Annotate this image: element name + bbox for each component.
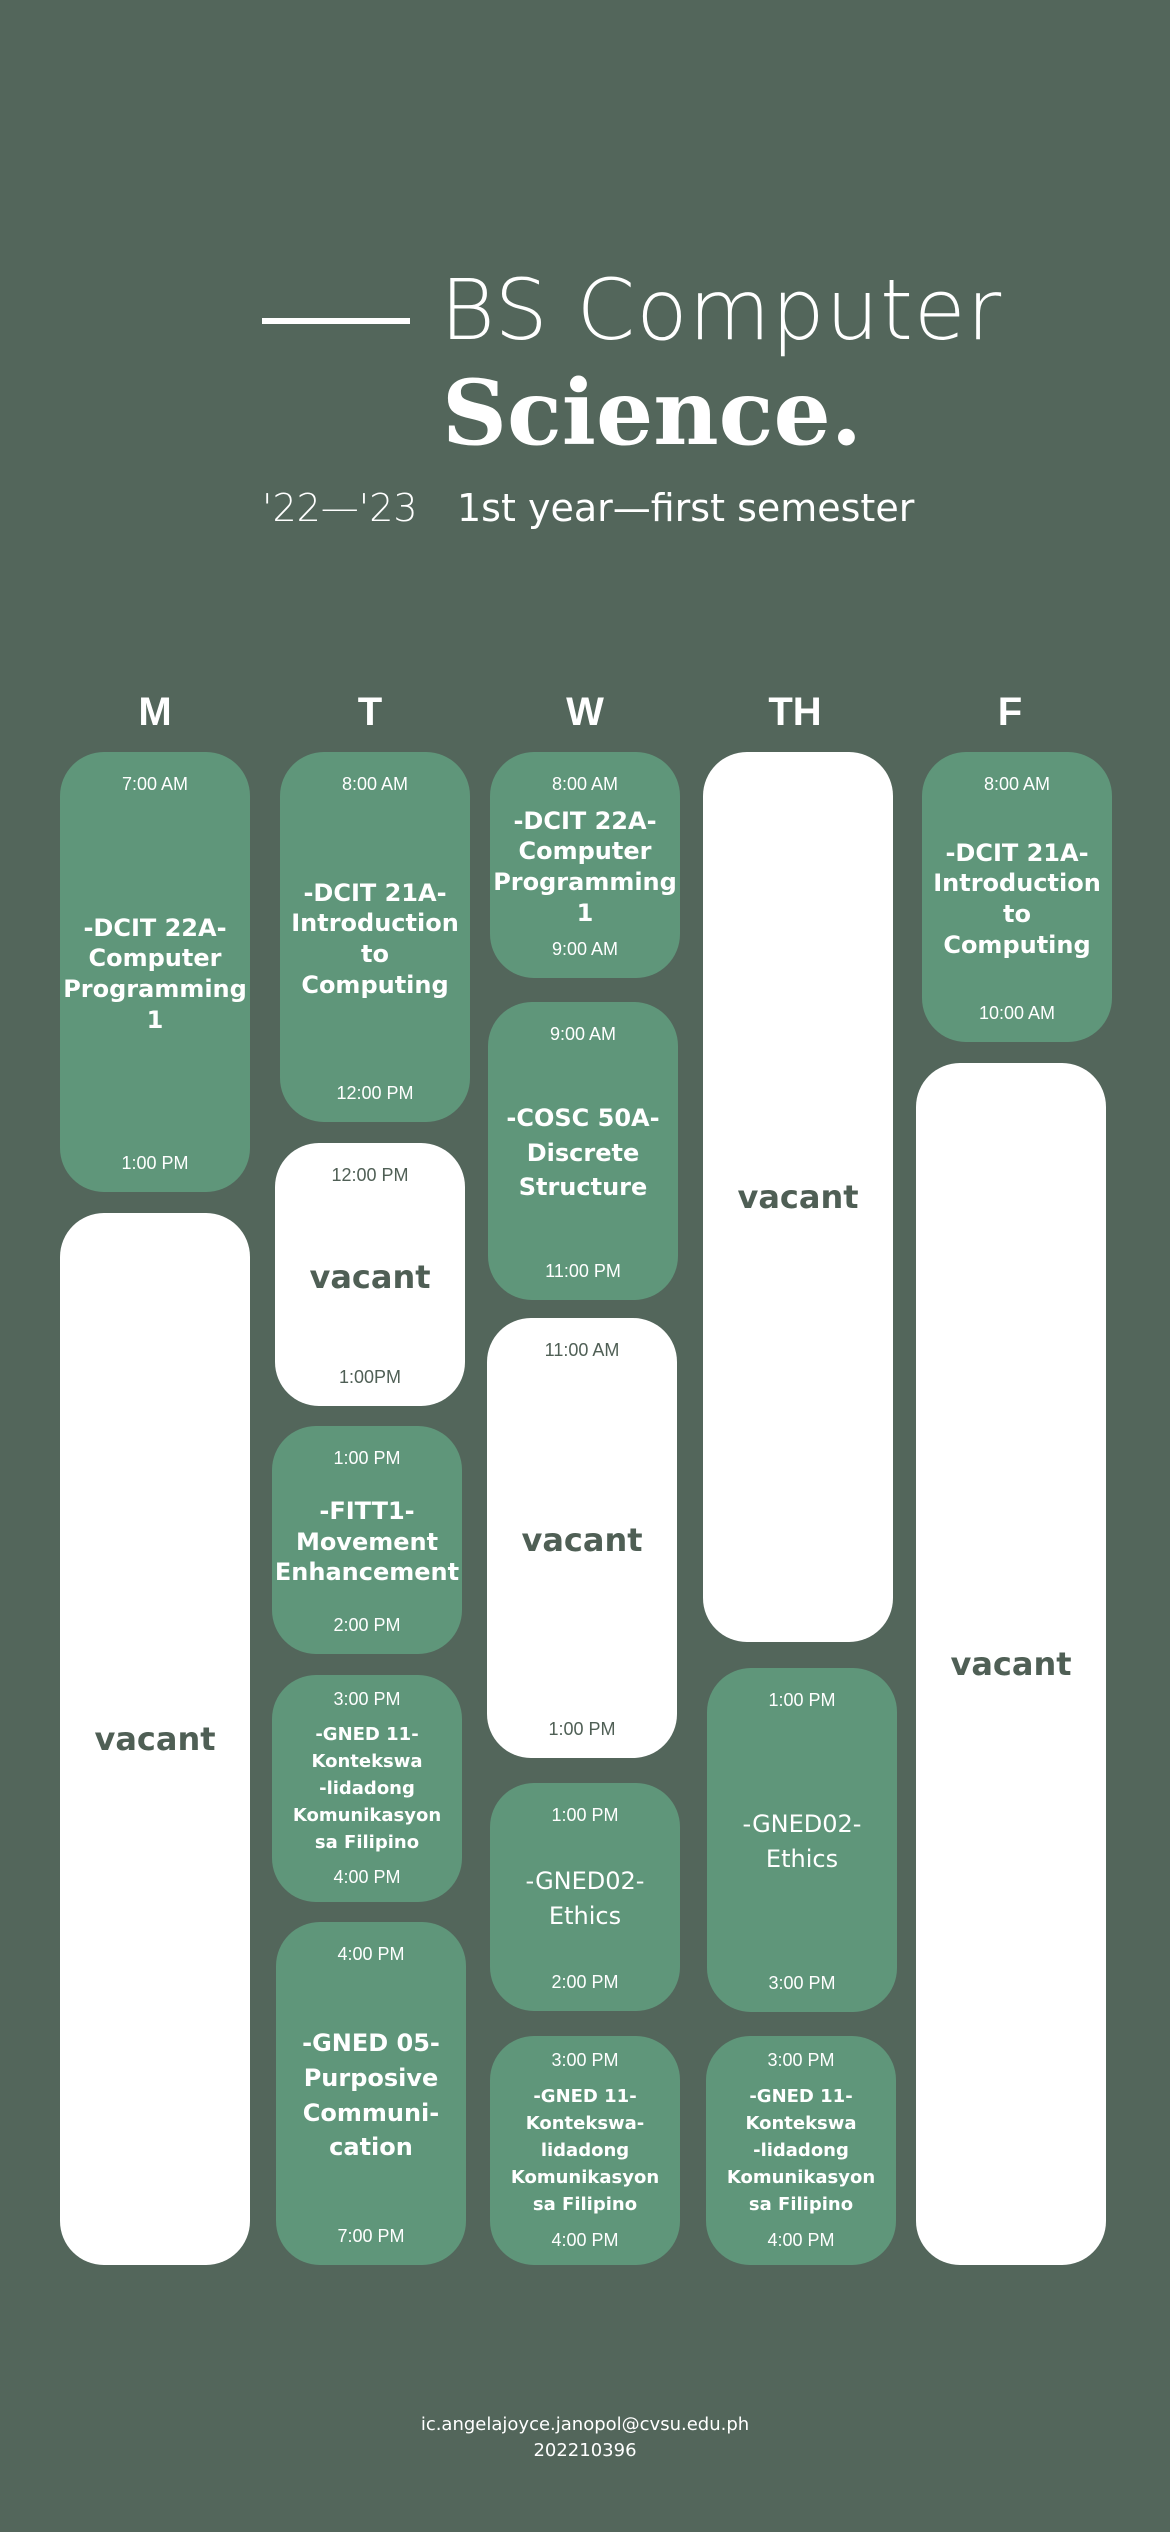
end-time: 1:00 PM — [548, 1719, 616, 1739]
vacant-label: vacant — [950, 1645, 1072, 1683]
vacant-block-w3[interactable]: 11:00 AM vacant 1:00 PM — [487, 1318, 677, 1758]
schedule-block-th3[interactable]: 3:00 PM -GNED 11- Kontekswa -lidadong Ko… — [706, 2036, 896, 2265]
course-title: -GNED02- Ethics — [525, 1867, 645, 1930]
end-time: 2:00 PM — [333, 1615, 401, 1635]
footer-student-id: 202210396 — [533, 2440, 637, 2461]
day-header-monday: M — [138, 690, 172, 734]
vacant-label: vacant — [309, 1257, 431, 1296]
course-title: -FITT1- Movement Enhancement — [274, 1496, 460, 1587]
course-title: -DCIT 21A- Introduction to Computing — [291, 878, 459, 999]
end-time: 4:00 PM — [333, 1867, 401, 1887]
start-time: 9:00 AM — [549, 1024, 617, 1044]
course-title: -GNED02- Ethics — [742, 1810, 862, 1873]
start-time: 7:00 AM — [121, 774, 189, 794]
end-time: 4:00 PM — [551, 2230, 619, 2250]
schedule-block-t4[interactable]: 3:00 PM -GNED 11- Kontekswa -lidadong Ko… — [272, 1675, 462, 1902]
day-header-tuesday: T — [357, 690, 383, 734]
schedule-block-th2[interactable]: 1:00 PM -GNED02- Ethics 3:00 PM — [707, 1668, 897, 2012]
schedule-block-w1[interactable]: 8:00 AM -DCIT 22A- Computer Programming … — [490, 752, 680, 978]
start-time: 1:00 PM — [551, 1805, 619, 1825]
program-title-bold: Science. — [442, 360, 863, 466]
end-time: 4:00 PM — [767, 2230, 835, 2250]
end-time: 1:00 PM — [121, 1153, 189, 1173]
schedule-block-t3[interactable]: 1:00 PM -FITT1- Movement Enhancement 2:0… — [272, 1426, 462, 1654]
day-header-friday: F — [997, 690, 1023, 734]
start-time: 12:00 PM — [331, 1165, 409, 1185]
vacant-block-t2[interactable]: 12:00 PM vacant 1:00PM — [275, 1143, 465, 1406]
course-title: -DCIT 22A- Computer Programming 1 — [63, 913, 247, 1034]
course-title: -DCIT 21A- Introduction to Computing — [933, 838, 1101, 959]
schedule-block-m1[interactable]: 7:00 AM -DCIT 22A- Computer Programming … — [60, 752, 250, 1192]
start-time: 1:00 PM — [768, 1690, 836, 1710]
schedule-block-w5[interactable]: 3:00 PM -GNED 11- Kontekswa- lidadong Ko… — [490, 2036, 680, 2265]
school-year: '22—'23 — [262, 486, 418, 530]
vacant-block-m2[interactable]: vacant — [60, 1213, 250, 2265]
schedule-block-w2[interactable]: 9:00 AM -COSC 50A- Discrete Structure 11… — [488, 1002, 678, 1300]
end-time: 10:00 AM — [978, 1003, 1056, 1023]
end-time: 7:00 PM — [337, 2226, 405, 2246]
title-dash — [262, 318, 410, 324]
end-time: 1:00PM — [338, 1367, 402, 1387]
start-time: 4:00 PM — [337, 1944, 405, 1964]
schedule-block-f1[interactable]: 8:00 AM -DCIT 21A- Introduction to Compu… — [922, 752, 1112, 1042]
day-header-thursday: TH — [768, 690, 822, 734]
start-time: 1:00 PM — [333, 1448, 401, 1468]
start-time: 11:00 AM — [544, 1340, 620, 1360]
program-title-light: BS Computer — [440, 261, 1003, 359]
day-header-wednesday: W — [566, 690, 604, 734]
course-title: -DCIT 22A- Computer Programming 1 — [493, 806, 677, 927]
vacant-label: vacant — [737, 1178, 859, 1216]
course-title: -GNED 05- Purposive Communi- cation — [302, 2028, 440, 2162]
vacant-block-th1[interactable]: vacant — [703, 752, 893, 1642]
start-time: 3:00 PM — [767, 2050, 835, 2070]
course-title: -COSC 50A- Discrete Structure — [506, 1103, 660, 1202]
vacant-label: vacant — [521, 1521, 643, 1559]
start-time: 8:00 AM — [551, 774, 619, 794]
vacant-block-f2[interactable]: vacant — [916, 1063, 1106, 2265]
term-label: 1st year—first semester — [457, 486, 915, 530]
end-time: 9:00 AM — [551, 939, 619, 959]
schedule-block-t5[interactable]: 4:00 PM -GNED 05- Purposive Communi- cat… — [276, 1922, 466, 2265]
course-title: -GNED 11- Kontekswa- lidadong Komunikasy… — [510, 2086, 660, 2215]
start-time: 3:00 PM — [333, 1689, 401, 1709]
schedule-block-t1[interactable]: 8:00 AM -DCIT 21A- Introduction to Compu… — [280, 752, 470, 1122]
course-title: -GNED 11- Kontekswa -lidadong Komunikasy… — [726, 2086, 876, 2215]
footer-email: ic.angelajoyce.janopol@cvsu.edu.ph — [420, 2414, 750, 2435]
start-time: 3:00 PM — [551, 2050, 619, 2070]
start-time: 8:00 AM — [983, 774, 1051, 794]
schedule-block-w4[interactable]: 1:00 PM -GNED02- Ethics 2:00 PM — [490, 1783, 680, 2011]
course-title: -GNED 11- Kontekswa -lidadong Komunikasy… — [292, 1724, 442, 1853]
end-time: 11:00 PM — [545, 1261, 621, 1281]
end-time: 3:00 PM — [768, 1973, 836, 1993]
vacant-label: vacant — [94, 1720, 216, 1758]
start-time: 8:00 AM — [341, 774, 409, 794]
end-time: 12:00 PM — [336, 1083, 414, 1103]
end-time: 2:00 PM — [551, 1972, 619, 1992]
